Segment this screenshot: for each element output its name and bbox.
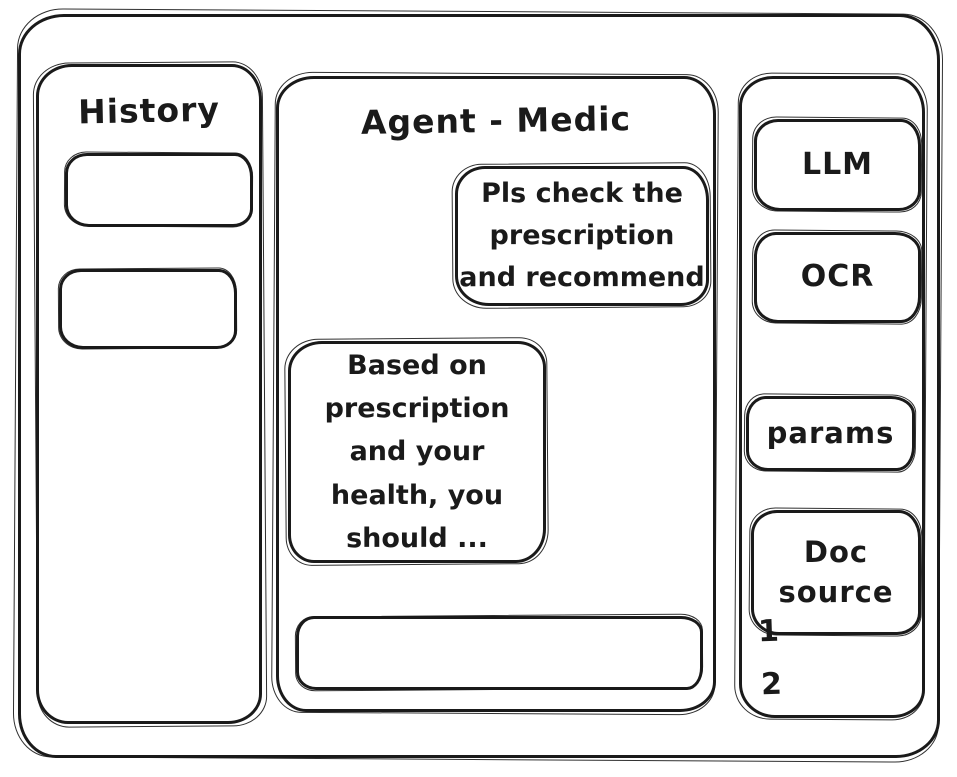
ocr-button[interactable]: OCR [754,232,921,323]
history-item[interactable] [59,269,237,349]
history-item[interactable] [65,153,253,227]
llm-button[interactable]: LLM [754,119,921,211]
message-input[interactable] [296,616,703,690]
chat-title: Agent - Medic [360,99,632,142]
agent-message-bubble: Based on prescription and your health, y… [288,341,546,563]
chat-panel: Agent - Medic Pls check the prescription… [276,76,716,712]
params-button[interactable]: params [746,396,915,471]
user-message-bubble: Pls check the prescription and recommend [455,166,709,306]
doc-source-item-1[interactable]: 1 [757,613,780,650]
doc-source-button[interactable]: Doc source [751,510,921,635]
history-title: History [77,89,221,132]
history-panel: History [36,64,262,724]
doc-source-item-2[interactable]: 2 [760,666,783,703]
tools-panel: LLM OCR params Doc source 1 2 [739,76,925,718]
